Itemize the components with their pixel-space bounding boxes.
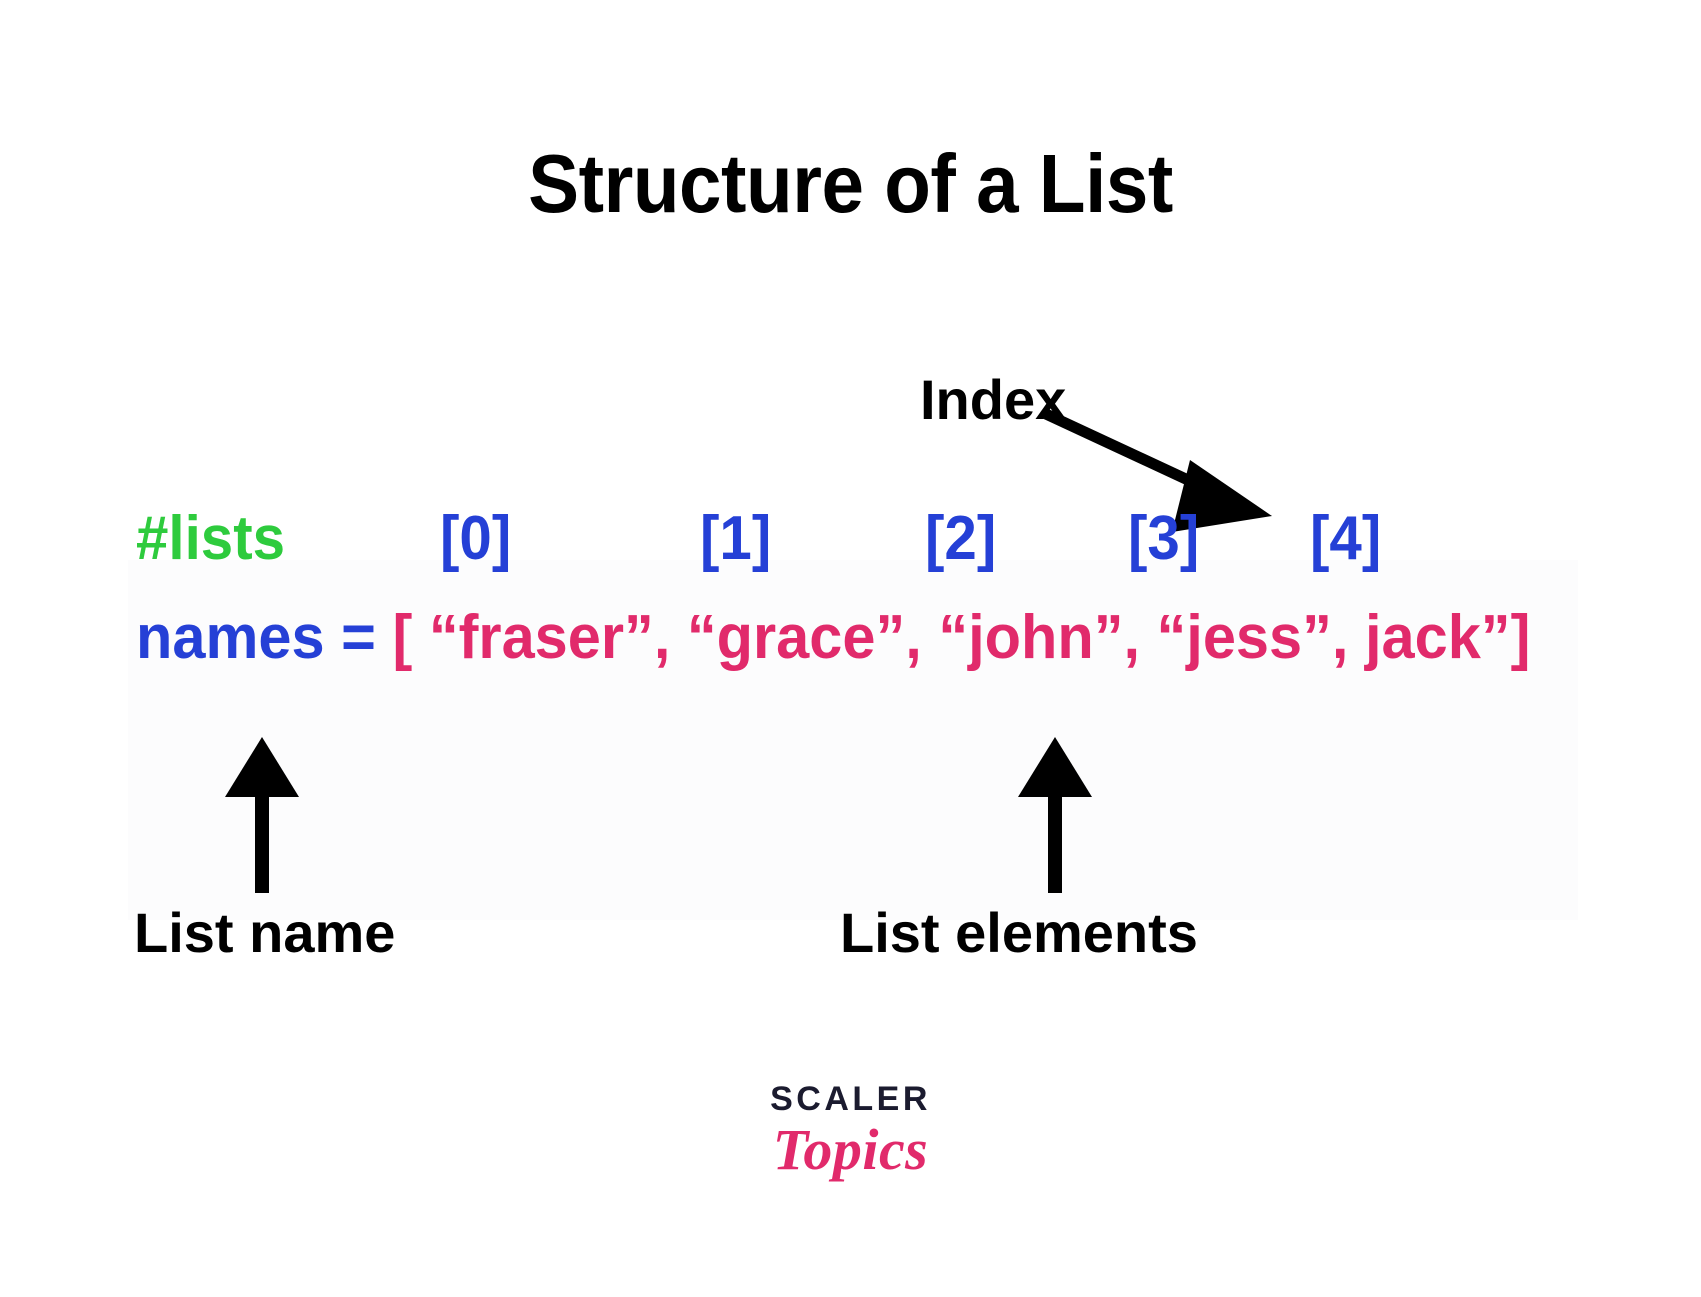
list-variable-name: names [136, 603, 325, 672]
separator-2: , [1123, 603, 1157, 672]
assignment-operator: = [341, 603, 376, 672]
separator-1: , [905, 603, 939, 672]
index-row: #lists [0] [1] [2] [3] [4] [0, 496, 1701, 582]
list-element-2: “john” [938, 603, 1124, 672]
index-tag-4: [4] [1310, 504, 1382, 573]
list-element-0: “fraser” [428, 603, 654, 672]
logo-scaler-text: SCALER [770, 1080, 931, 1118]
open-bracket: [ [392, 603, 413, 672]
scaler-topics-logo: SCALER Topics [0, 1082, 1701, 1181]
code-line: names = [ “fraser”, “grace”, “john”, “je… [136, 592, 1530, 684]
index-tag-1: [1] [700, 504, 772, 573]
list-element-3: “jess” [1156, 603, 1332, 672]
page-title: Structure of a List [528, 137, 1173, 230]
code-block-background [128, 560, 1578, 920]
comment-lists: #lists [136, 504, 286, 573]
index-tag-0: [0] [440, 504, 512, 573]
list-element-4: jack” [1364, 603, 1511, 672]
close-bracket: ] [1510, 603, 1531, 672]
index-tag-2: [2] [925, 504, 997, 573]
list-name-annotation-label: List name [134, 901, 396, 964]
list-element-1: “grace” [686, 603, 906, 672]
separator-3: , [1331, 603, 1365, 672]
index-tag-3: [3] [1128, 504, 1200, 573]
index-annotation-label: Index [920, 368, 1067, 431]
separator-0: , [653, 603, 687, 672]
logo-topics-text: Topics [772, 1117, 929, 1182]
list-elements-annotation-label: List elements [840, 901, 1198, 964]
